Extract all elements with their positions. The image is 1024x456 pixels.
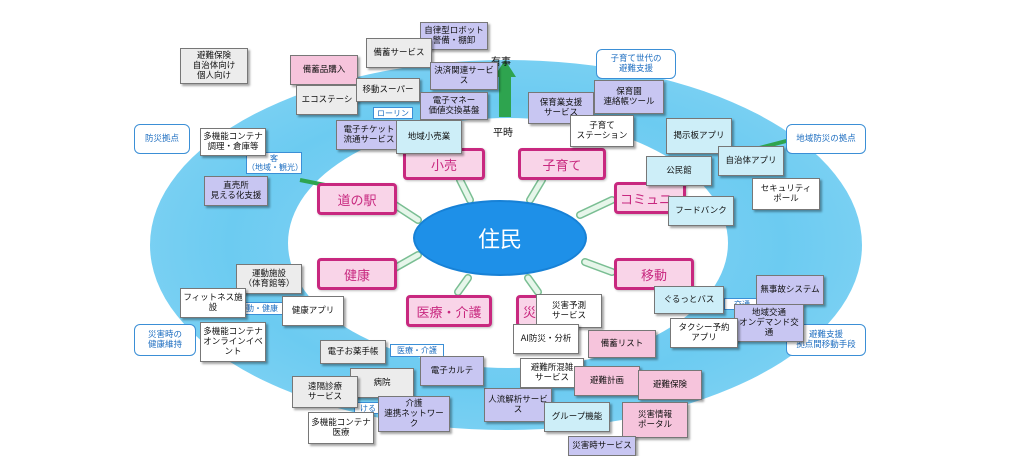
center-label: 住民 <box>477 228 522 253</box>
note-food-bank: フードバンク <box>668 196 734 226</box>
note-security-pole: セキュリティ ポール <box>752 178 820 210</box>
note-mobile-supermarket: 移動スーパー <box>356 78 420 102</box>
legend-box: 避難保険 自治体向け 個人向け <box>180 48 248 84</box>
note-care-network: 介護 連携ネットワー ク <box>378 396 450 432</box>
note-stockpile-list: 備蓄リスト <box>588 330 656 358</box>
sidebar-community-disaster-base: 地域防災の拠点 <box>786 124 866 154</box>
axis-bottom-label: 平時 <box>493 128 513 139</box>
center-residents: 住民 <box>413 200 587 276</box>
axis-top-label: 有事 <box>491 57 511 68</box>
note-telemedicine: 遠隔診療 サービス <box>292 376 358 408</box>
category-roadside-station: 道の駅 <box>317 183 397 215</box>
note-disaster-portal: 災害情報 ポータル <box>622 402 688 438</box>
note-stockpile-service: 備蓄サービス <box>366 38 432 68</box>
axis-arrow-shaft <box>499 75 511 117</box>
note-evacuation-plan: 避難計画 <box>574 366 640 396</box>
note-accident-free-system: 無事故システム <box>756 275 824 305</box>
note-community-center: 公民館 <box>646 156 712 186</box>
sub-rolling: ローリン <box>373 107 413 119</box>
note-local-retail: 地域小売業 <box>396 120 462 154</box>
note-flow-analysis: 人流解析サービ ス <box>484 388 552 422</box>
note-direct-sales: 直売所 見える化支援 <box>204 176 268 206</box>
note-e-karte: 電子カルテ <box>420 356 484 386</box>
category-medical-care: 医療・介護 <box>406 295 492 327</box>
sub-visitors: 客 （地域・観光） <box>246 152 303 174</box>
sidebar-childcare-evacuation: 子育て世代の 避難支援 <box>596 49 676 79</box>
note-childcare-station: 子育て ステーション <box>570 115 634 147</box>
note-multi-container-kitchen: 多機能コンテナ 調理・倉庫等 <box>200 128 266 156</box>
note-e-ticket: 電子チケット 流通サービス <box>336 120 402 150</box>
note-multi-container-online-event: 多機能コンテナ オンラインイベ ント <box>200 322 266 362</box>
note-multi-container-medical: 多機能コンテナ 医療 <box>308 412 374 444</box>
note-payment-service: 決済関連サービ ス <box>430 62 498 90</box>
note-evacuation-insurance: 避難保険 <box>638 370 702 400</box>
category-childcare: 子育て <box>518 148 606 180</box>
note-stockpile-purchase: 備蓄品購入 <box>290 55 358 85</box>
axis-arrow-head <box>494 60 516 77</box>
note-group-feature: グループ機能 <box>544 402 610 432</box>
note-fitness-facility: フィットネス施 設 <box>180 288 246 318</box>
note-shelter-congestion: 避難所混雑 サービス <box>520 358 584 388</box>
note-health-app: 健康アプリ <box>282 296 344 326</box>
note-e-money: 電子マネー 価値交換基盤 <box>420 92 488 120</box>
note-sports-facility: 運動施設 （体育館等） <box>236 264 302 294</box>
note-disaster-service: 災害時サービス <box>568 436 636 456</box>
note-municipal-app: 自治体アプリ <box>718 146 784 176</box>
sidebar-disaster-health: 災害時の 健康維持 <box>134 324 196 356</box>
note-nursery-contact-tool: 保育園 連絡帳ツール <box>594 80 664 114</box>
note-ai-disaster-analysis: AI防災・分析 <box>513 324 579 354</box>
note-e-medication-book: 電子お薬手帳 <box>320 340 386 364</box>
note-hospital: 病院 <box>350 368 414 398</box>
sub-medical-care: 医療・介護 <box>390 344 444 357</box>
note-eco-station: エコステーシ <box>296 85 358 115</box>
note-taxi-app: タクシー予約 アプリ <box>670 318 738 348</box>
note-loop-bus: ぐるっとバス <box>654 286 724 314</box>
sidebar-disaster-base: 防災拠点 <box>134 124 190 154</box>
note-on-demand-transport: 地域交通 オンデマンド交 通 <box>734 304 804 342</box>
note-disaster-forecast: 災害予測 サービス <box>536 294 602 328</box>
category-health: 健康 <box>317 258 397 290</box>
